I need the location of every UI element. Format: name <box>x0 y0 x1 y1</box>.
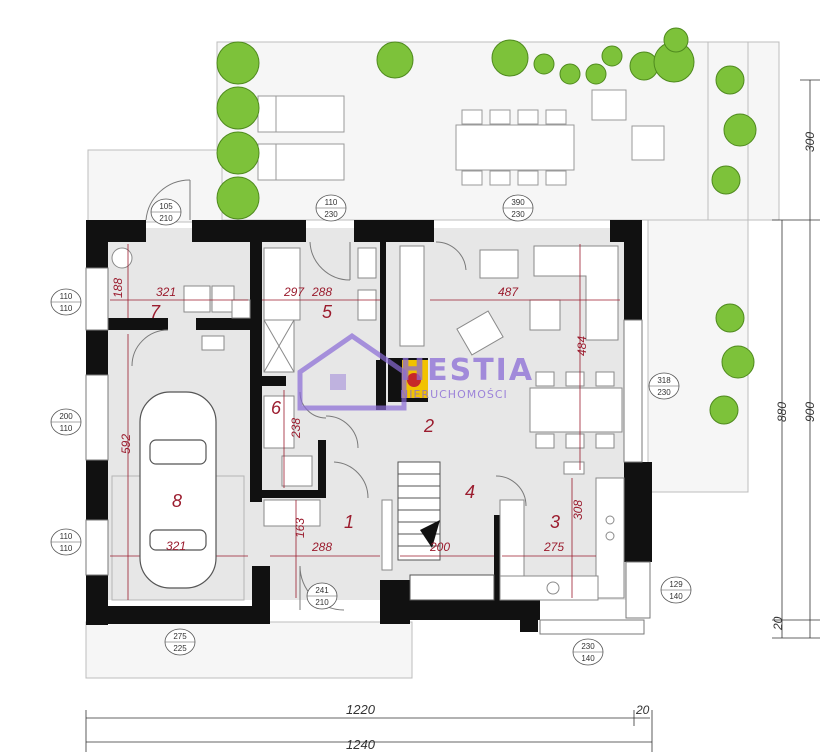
dim-room3-depth: 308 <box>571 500 585 520</box>
dim-wardrobe: 297 <box>283 285 305 299</box>
plant-icon <box>216 131 260 175</box>
dim-room3-width: 275 <box>543 540 564 554</box>
living-room-furniture <box>456 245 623 475</box>
plant-icon <box>533 53 555 75</box>
opening-2-width: 110 <box>325 198 338 207</box>
opening-tag-text: 105 210 110 230 390 230 110 110 318 230 … <box>59 198 683 663</box>
dim-room5-width: 288 <box>311 285 332 299</box>
outer-width-main: 1220 <box>346 702 376 717</box>
opening-2-height: 230 <box>324 210 338 219</box>
outer-width-offset: 20 <box>635 703 650 717</box>
opening-3-height: 230 <box>511 210 525 219</box>
room-number-2: 2 <box>423 416 434 436</box>
sun-loungers <box>257 95 345 181</box>
plant-icon <box>585 63 607 85</box>
opening-6-height: 110 <box>60 424 73 433</box>
dim-room4-width: 200 <box>429 540 450 554</box>
opening-7-width: 110 <box>60 532 73 541</box>
opening-8-width: 241 <box>315 586 329 595</box>
logo-subtitle: NIERUCHOMOŚCI <box>400 388 508 401</box>
kitchen-units <box>499 477 625 601</box>
plant-icon <box>559 63 581 85</box>
plant-icon <box>715 65 745 95</box>
opening-5-height: 230 <box>657 388 671 397</box>
outer-depth-total: 880 <box>775 402 789 422</box>
plant-icon-group <box>216 27 757 425</box>
plant-icon <box>709 395 739 425</box>
plant-icon <box>216 86 260 130</box>
plant-icon <box>711 165 741 195</box>
opening-1-height: 210 <box>159 214 173 223</box>
dim-room1-width: 288 <box>311 540 332 554</box>
dim-room7-width: 321 <box>156 285 176 299</box>
staircase <box>397 461 441 561</box>
opening-1-width: 105 <box>159 202 173 211</box>
dim-room7-depth: 188 <box>111 278 125 298</box>
utility-fixtures <box>111 247 251 351</box>
opening-9-height: 140 <box>669 592 683 601</box>
house-logo-icon <box>297 332 407 411</box>
room-number-8: 8 <box>172 491 182 511</box>
dimension-lines <box>110 244 620 600</box>
outer-dimension-labels: 1220 20 1240 300 900 880 20 <box>346 132 817 752</box>
dim-garage-width: 321 <box>166 539 186 553</box>
hall-fixtures <box>263 245 425 571</box>
plant-icon <box>629 51 659 81</box>
plant-icon <box>721 345 755 379</box>
opening-tag-lines <box>51 207 691 653</box>
dim-room2-depth: 484 <box>575 336 589 356</box>
opening-4-width: 110 <box>60 292 73 301</box>
outdoor-dining-table <box>455 89 665 186</box>
plant-icon <box>491 39 529 77</box>
opening-8-height: 210 <box>315 598 329 607</box>
logo-brand: HESTIA <box>400 353 534 388</box>
outer-depth-offset: 20 <box>771 616 785 631</box>
opening-11-height: 140 <box>581 654 595 663</box>
room-number-3: 3 <box>550 512 560 532</box>
outer-depth-main: 900 <box>803 402 817 422</box>
room-number-1: 1 <box>344 512 354 532</box>
room-number-5: 5 <box>322 302 333 322</box>
opening-3-width: 390 <box>511 198 525 207</box>
opening-11-width: 230 <box>581 642 595 651</box>
plant-icon <box>663 27 689 53</box>
plant-icon <box>216 41 260 85</box>
opening-9-width: 129 <box>669 580 683 589</box>
room-number-7: 7 <box>150 302 161 322</box>
outer-dimension-lines <box>85 79 820 752</box>
plant-icon <box>601 45 623 67</box>
opening-7-height: 110 <box>60 544 73 553</box>
outer-depth-terrace: 300 <box>803 132 817 152</box>
opening-5-width: 318 <box>657 376 671 385</box>
dim-room2-width: 487 <box>498 285 519 299</box>
dim-room6-depth: 238 <box>289 418 303 439</box>
room-numbers: 1 2 3 4 5 6 7 8 <box>150 302 560 532</box>
under-stair-storage <box>409 574 495 601</box>
dim-garage-depth: 592 <box>119 434 133 454</box>
outer-width-total: 1240 <box>346 737 376 752</box>
plant-icon <box>216 176 260 220</box>
room-number-4: 4 <box>465 482 475 502</box>
windows <box>85 267 651 635</box>
room-number-6: 6 <box>271 398 282 418</box>
plant-icon <box>715 303 745 333</box>
plant-icon <box>723 113 757 147</box>
walls <box>86 220 652 632</box>
dim-hall-depth: 163 <box>293 518 307 538</box>
opening-10-width: 275 <box>173 632 187 641</box>
opening-4-height: 110 <box>60 304 73 313</box>
car-icon <box>139 391 217 589</box>
opening-10-height: 225 <box>173 644 187 653</box>
inner-dimension-labels: 321 188 297 288 487 484 238 592 321 163 … <box>111 278 589 554</box>
opening-6-width: 200 <box>59 412 73 421</box>
plant-icon <box>376 41 414 79</box>
